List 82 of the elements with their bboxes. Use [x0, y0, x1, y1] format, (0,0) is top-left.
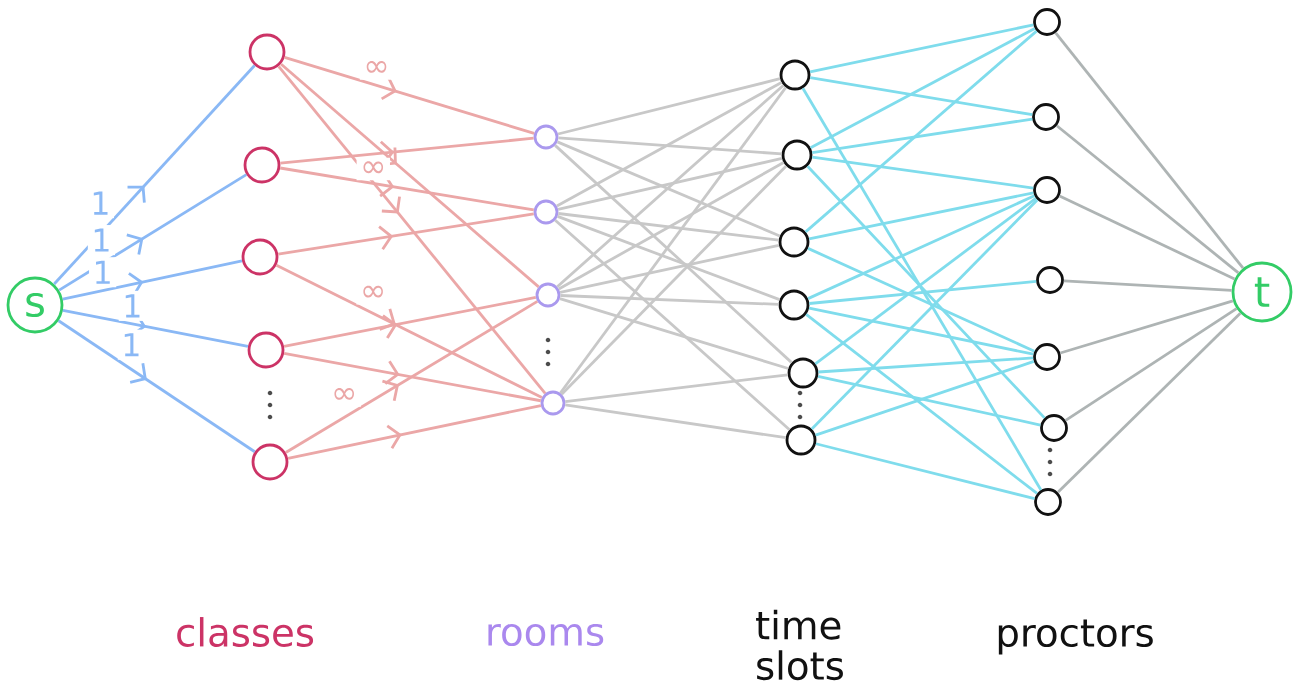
room-node: [535, 282, 561, 308]
edge-line: [558, 212, 779, 242]
edge-line: [565, 373, 788, 403]
time-slot-node: [778, 289, 810, 321]
edge-line: [815, 442, 1035, 500]
edge-line: [812, 155, 1034, 190]
edge-line: [807, 247, 1035, 353]
edge-line: [557, 77, 781, 136]
time-slot-node: [787, 357, 819, 389]
edge-line: [560, 294, 779, 306]
edge-line: [809, 279, 1037, 305]
edge-line: [812, 117, 1033, 155]
edge-line: [556, 140, 781, 238]
room-node: [540, 390, 566, 416]
edge-line: [557, 157, 783, 211]
edge-line: [565, 403, 786, 440]
edge-label: 1: [86, 188, 114, 219]
edge-line: [808, 191, 1034, 241]
column-label: time slots: [756, 609, 843, 681]
proctor-node: [1032, 103, 1060, 131]
edge-line: [1064, 307, 1238, 422]
edge-line: [809, 27, 1036, 149]
edge-line: [1059, 299, 1234, 355]
proctor-node: [1034, 488, 1062, 516]
class-node: [251, 443, 289, 481]
edge-line: [559, 297, 789, 370]
edge-line: [559, 243, 780, 294]
proctor-node: [1033, 176, 1061, 204]
class-node: [247, 331, 285, 369]
edge-line: [809, 23, 1034, 74]
edge-line: [558, 136, 782, 156]
edge-line: [814, 197, 1037, 365]
edge-line: [554, 219, 791, 431]
edge-line: [559, 86, 787, 394]
edge-line: [807, 194, 1035, 300]
class-node: [241, 238, 279, 276]
proctor-node: [1036, 266, 1064, 294]
sink-node: t: [1231, 261, 1293, 323]
proctor-node: [1033, 343, 1061, 371]
edge-label: 1: [117, 329, 145, 360]
edge-line: [558, 161, 785, 291]
edge-label: 1: [89, 257, 117, 288]
edge-line: [808, 306, 1034, 356]
edge-line: [557, 215, 781, 301]
edge-line: [556, 84, 785, 288]
edge-line: [809, 76, 1033, 117]
time-slot-node: [781, 139, 813, 171]
edge-line: [815, 360, 1035, 437]
edge-line: [554, 144, 793, 364]
edge-line: [805, 313, 1038, 495]
edge-line: [556, 81, 783, 208]
edge-label: 1: [118, 290, 146, 321]
edge-line: [806, 165, 1046, 419]
edge-line: [1056, 312, 1242, 494]
edge-label: ∞: [356, 282, 390, 305]
edge-line: [560, 165, 788, 396]
edge-line: [804, 30, 1038, 233]
edge-label: ∞: [356, 157, 390, 181]
proctor-node: [1033, 8, 1061, 36]
column-label: proctors: [998, 619, 1153, 655]
edge-label: ∞: [327, 384, 361, 407]
edge-line: [1063, 279, 1232, 292]
edge-line: [1058, 194, 1236, 281]
time-slot-node: [778, 226, 810, 258]
room-node: [533, 124, 559, 150]
edge-line: [1054, 32, 1245, 270]
proctor-node: [1040, 414, 1068, 442]
edge-label: ∞: [359, 57, 394, 80]
edge-label: 1: [87, 225, 115, 256]
edge-line: [810, 198, 1039, 430]
time-slot-node: [785, 424, 817, 456]
edge-line: [817, 374, 1041, 427]
edge-line: [1055, 124, 1240, 274]
edge-line: [801, 87, 1043, 491]
source-node: s: [6, 276, 64, 334]
room-node: [533, 199, 559, 225]
column-label: classes: [177, 617, 314, 647]
edge-line: [818, 356, 1034, 374]
class-node: [243, 146, 281, 184]
column-label: rooms: [488, 623, 604, 647]
time-slot-node: [779, 59, 811, 91]
class-node: [248, 33, 286, 71]
